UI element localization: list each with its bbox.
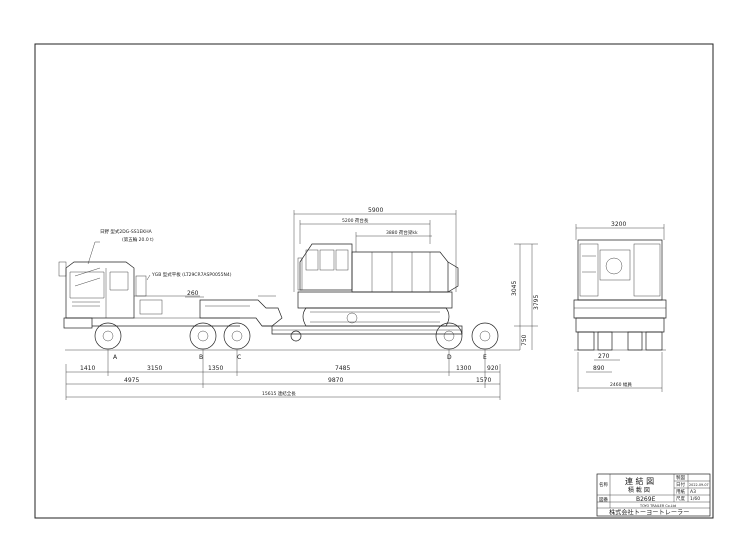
dim-track-2: 890 (593, 365, 605, 372)
dim-track-1: 270 (598, 353, 610, 360)
drawn-label: 製図 (676, 474, 685, 481)
dim-fifth-wheel: 260 (187, 290, 199, 297)
dim-tractor-length: 4975 (124, 377, 139, 384)
fifth-wheel-note: (第五輪 20.0 t) (122, 236, 154, 243)
dim-rear-overhang-e: 920 (487, 365, 499, 372)
axle-label-c: C (237, 354, 241, 361)
paper-label: 用紙 (676, 488, 685, 495)
height-dimensions: 3045 3795 750 (511, 243, 540, 350)
dim-rear-overhang-total: 1570 (476, 377, 491, 384)
dim-top-width: 3200 (611, 221, 626, 228)
tractor-model-note: 日野 型式2DG-SS1EKHA (100, 228, 153, 235)
drawing-number: B269E (636, 496, 656, 503)
number-label: 図番 (599, 496, 608, 503)
trailer-wheels (435, 322, 499, 350)
date-label: 日付 (676, 481, 685, 488)
dim-trailer-length: 9870 (328, 377, 343, 384)
scale-label: 尺度 (676, 495, 685, 502)
bottom-dimensions: 1410 3150 1350 7485 1300 920 4975 9870 1… (65, 350, 501, 400)
trailer-body (199, 299, 463, 342)
axle-label-a: A (113, 354, 118, 361)
scale-value: 1/60 (690, 496, 700, 502)
dim-axle-spacing-bc: 1350 (208, 365, 223, 372)
dim-height-3045: 3045 (511, 281, 518, 296)
dim-axle-spacing-de: 1300 (456, 365, 471, 372)
name-label: 名称 (599, 481, 608, 488)
drawing-title-1: 連 結 図 (625, 476, 654, 486)
date-value: 2022-09-07 (689, 483, 709, 487)
dim-overhang: 3880 荷台梁kk (386, 229, 418, 236)
dim-deck-length: 5200 荷台長 (342, 217, 369, 224)
dim-front-overhang: 1410 (80, 365, 95, 372)
drawing-title-2: 積 載 図 (628, 486, 650, 494)
trailer-model-note: YGB 型式平板 (LT29CR7ASP0055N4) (151, 271, 232, 278)
dim-overall-width: 2460 幅員 (610, 381, 632, 388)
company-roman: TOYO TRAILER Co.Ltd (639, 504, 676, 508)
side-view: 日野 型式2DG-SS1EKHA (第五輪 20.0 t) YGB 型式平板 (… (58, 207, 540, 400)
axle-label-b: B (199, 354, 203, 361)
dim-wheelbase-1: 3150 (147, 365, 162, 372)
dim-overall-length: 15615 連結全長 (262, 390, 296, 397)
company-name: 株式会社トーヨートレーラー (609, 509, 689, 517)
dim-deck-height: 750 (521, 334, 528, 346)
axle-labels: A B C D E (113, 354, 487, 361)
paper-value: A3 (690, 489, 696, 495)
dim-trailer-wheelbase: 7485 (335, 365, 350, 372)
tractor-wheels (94, 322, 251, 350)
dim-height-3795: 3795 (533, 295, 540, 310)
title-block: 名称 連 結 図 積 載 図 図番 B269E 製図 日付 2022-09-07… (596, 473, 711, 517)
sheet-outer-border (34, 43, 714, 519)
dim-load-length: 5900 (368, 207, 383, 214)
cargo-crawler-machine (297, 243, 459, 327)
axle-label-d: D (447, 354, 452, 361)
top-dimensions: 5900 5200 荷台長 3880 荷台梁kk 260 (185, 207, 457, 298)
rear-view: 3200 270 890 2460 幅員 (573, 221, 667, 392)
